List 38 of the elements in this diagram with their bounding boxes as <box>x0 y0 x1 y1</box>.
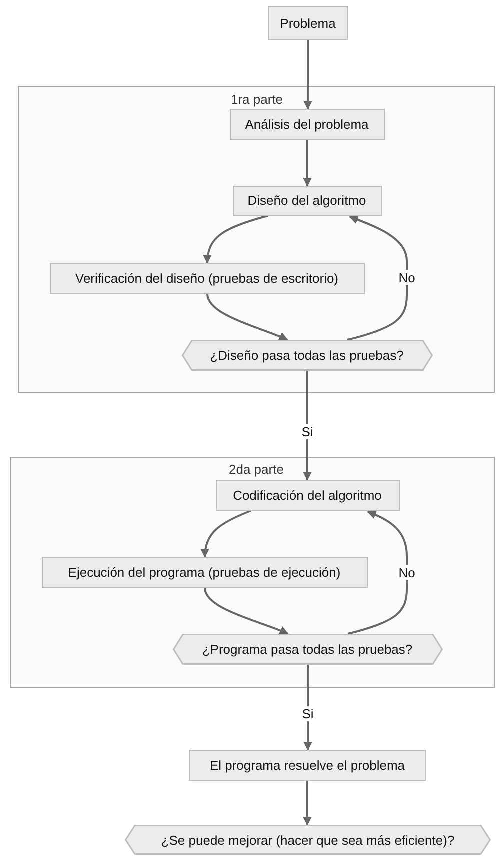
arrow <box>203 215 268 264</box>
process-box <box>232 186 382 216</box>
process-box <box>230 108 384 140</box>
arrow <box>206 294 288 341</box>
arrow <box>204 588 289 635</box>
edge-label: No <box>398 270 416 286</box>
node-text: Problema <box>280 16 336 30</box>
node-text: Codificación del algoritmo <box>233 488 382 502</box>
decision-hexagon <box>172 634 442 664</box>
arrow <box>348 510 408 635</box>
group-title: 2da parte <box>229 463 284 477</box>
group-frame <box>10 457 495 688</box>
arrow <box>200 510 252 558</box>
node-text: Verificación del diseño (pruebas de escritorio) <box>75 270 339 286</box>
node-text: Diseño del algoritmo <box>248 193 366 208</box>
process-box <box>189 750 426 781</box>
node-text: ¿Programa pasa todas las pruebas? <box>202 642 413 656</box>
process-box <box>50 262 364 294</box>
arrow <box>304 665 312 751</box>
process-box <box>216 480 400 510</box>
edge-label: Si <box>300 424 314 439</box>
group-frame <box>18 86 495 393</box>
arrow <box>303 140 312 187</box>
arrow <box>303 781 312 826</box>
arrow <box>303 371 312 481</box>
decision-hexagon <box>182 340 432 370</box>
edge-label: Si <box>301 706 315 721</box>
process-box <box>268 6 348 40</box>
group-title: 1ra parte <box>231 93 284 107</box>
node-text: Ejecución del programa (pruebas de ejecución) <box>68 564 341 580</box>
node-text: ¿Se puede mejorar (hacer que sea más eficiente)? <box>161 832 455 848</box>
arrow <box>304 40 312 110</box>
node-text: El programa resuelve el problema <box>210 758 406 773</box>
process-box <box>42 556 368 588</box>
node-text: Análisis del problema <box>245 116 369 132</box>
edge-label: No <box>398 565 416 580</box>
arrow <box>347 216 408 341</box>
node-text: ¿Diseño pasa todas las pruebas? <box>210 348 404 362</box>
